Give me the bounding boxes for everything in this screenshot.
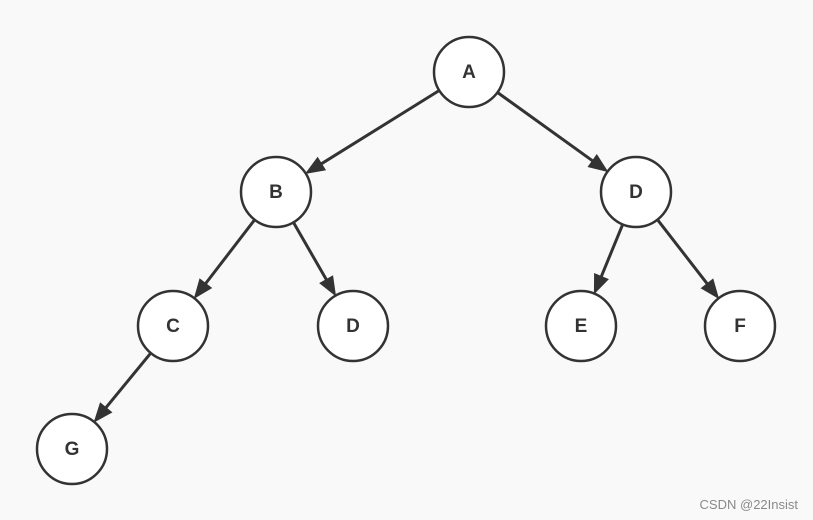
tree-node-e: E	[544, 289, 618, 363]
node-circle	[239, 155, 313, 229]
arrowhead-icon	[193, 278, 213, 300]
arrowhead-icon	[304, 156, 327, 175]
watermark: CSDN @22Insist	[699, 497, 798, 512]
arrowhead-icon	[593, 273, 609, 295]
edge-line	[599, 224, 624, 279]
tree-node-d1: D	[599, 155, 673, 229]
edge-a-b	[304, 89, 440, 175]
tree-node-b: B	[239, 155, 313, 229]
node-circle	[432, 35, 506, 109]
arrowhead-icon	[319, 275, 337, 297]
node-circle	[599, 155, 673, 229]
edge-b-c	[193, 219, 256, 300]
node-label: G	[65, 439, 80, 460]
tree-node-f: F	[703, 289, 777, 363]
edge-line	[292, 222, 329, 282]
edge-d1-e	[593, 224, 624, 295]
edges-layer	[93, 89, 720, 423]
node-circle	[136, 289, 210, 363]
node-circle	[316, 289, 390, 363]
edge-line	[319, 89, 440, 166]
nodes-layer: A B D C D E F G	[35, 35, 777, 486]
node-circle	[703, 289, 777, 363]
node-label: A	[462, 62, 476, 83]
node-label: D	[629, 182, 643, 203]
edge-line	[497, 91, 595, 163]
edge-line	[203, 219, 256, 286]
node-circle	[544, 289, 618, 363]
edge-a-d1	[497, 91, 609, 173]
node-label: E	[575, 316, 588, 337]
edge-c-g	[93, 352, 152, 423]
arrowhead-icon	[93, 402, 113, 423]
tree-node-d2: D	[316, 289, 390, 363]
node-label: C	[166, 316, 180, 337]
node-label: F	[734, 316, 746, 337]
edge-d1-f	[656, 219, 720, 300]
arrowhead-icon	[700, 278, 720, 300]
node-circle	[35, 412, 109, 486]
node-label: D	[346, 316, 360, 337]
edge-line	[103, 352, 152, 410]
edge-b-d2	[292, 222, 337, 297]
arrowhead-icon	[587, 153, 609, 173]
node-label: B	[269, 182, 283, 203]
edge-line	[656, 219, 710, 286]
tree-node-g: G	[35, 412, 109, 486]
tree-node-c: C	[136, 289, 210, 363]
tree-node-a: A	[432, 35, 506, 109]
